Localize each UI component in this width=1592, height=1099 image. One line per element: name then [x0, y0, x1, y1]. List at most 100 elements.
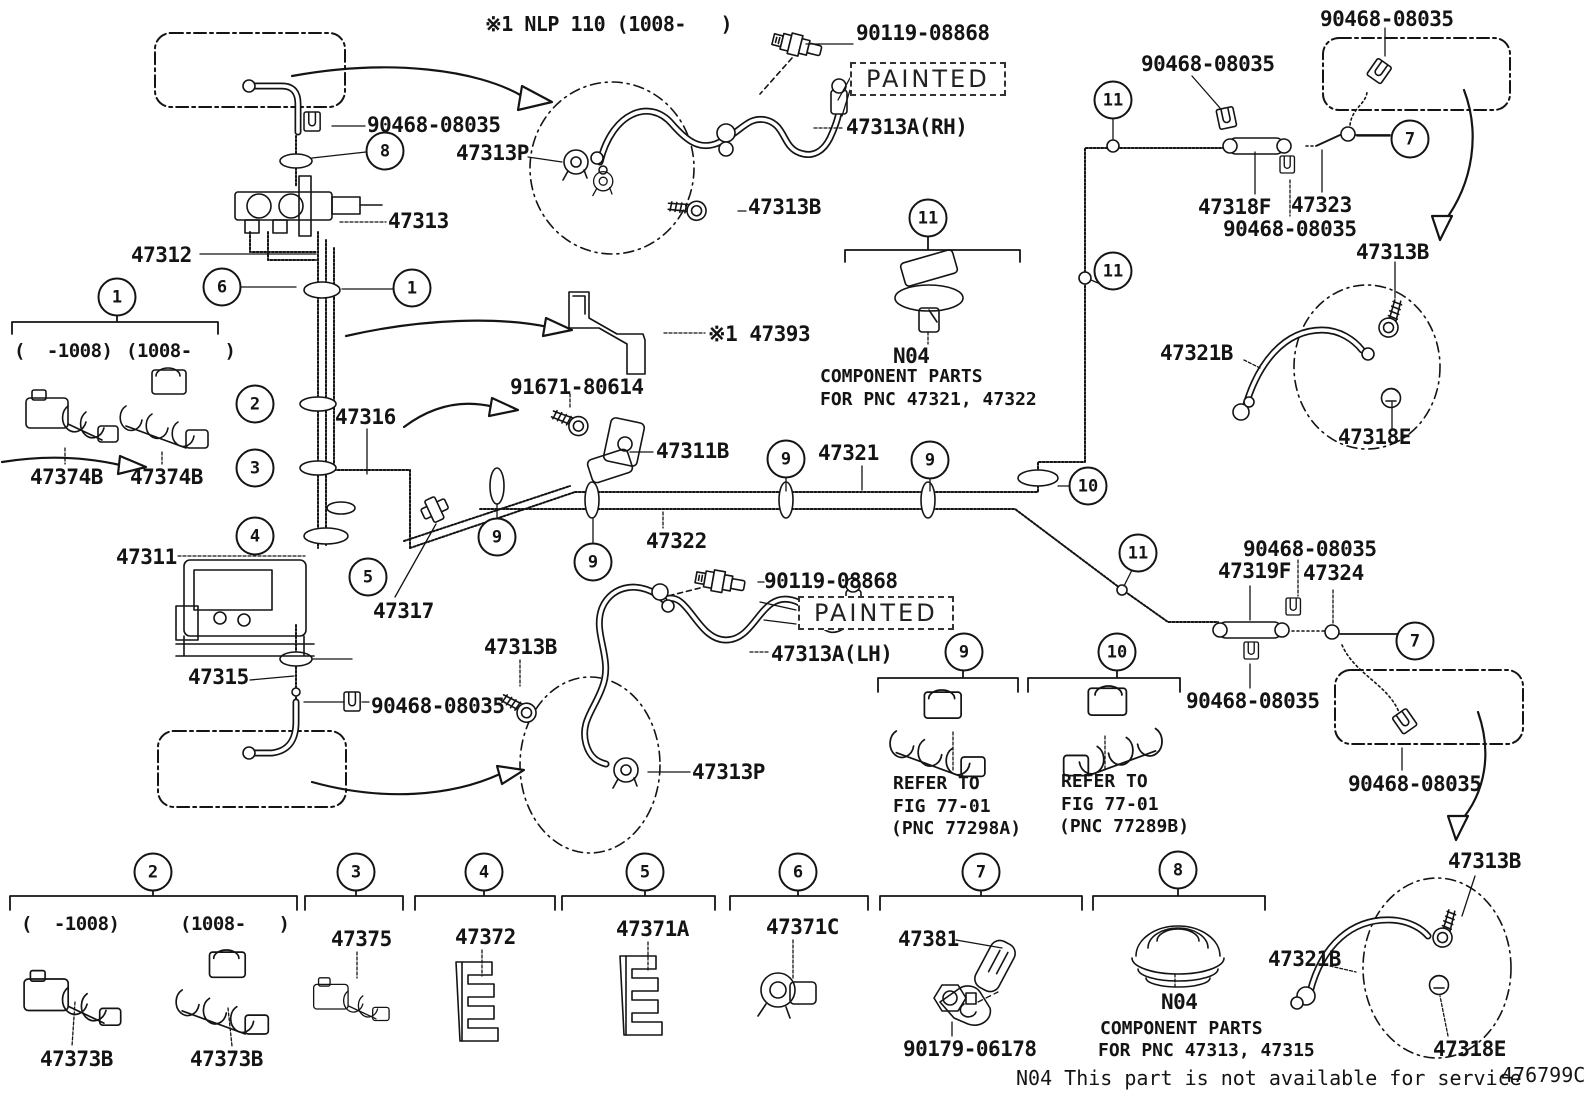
direction-arrows [0, 66, 1487, 842]
part-label-47318E-lower: 47318E [1433, 1037, 1506, 1061]
n04-for-pnc-47321: FOR PNC 47321, 47322 [820, 389, 1037, 410]
ref-note-nlp110: ※1 NLP 110 (1008- ) [485, 12, 733, 36]
callout-1-tube: 1 [392, 268, 432, 308]
callout-7-mid: 7 [1395, 621, 1435, 661]
part-label-47316: 47316 [335, 405, 396, 429]
callout-7-group: 7 [961, 852, 1001, 892]
clamp-47373B-early-drawing [23, 969, 122, 1027]
body-box-hoses [242, 79, 302, 760]
union-47317-drawing [420, 496, 449, 523]
clamp-9-refer-drawing [889, 689, 986, 778]
callout-10-tube: 10 [1068, 466, 1108, 506]
part-label-47321: 47321 [818, 441, 879, 465]
refer9-line2: FIG 77-01 [893, 796, 991, 817]
part-label-47375: 47375 [331, 927, 392, 951]
part-label-47313B-right-top: 47313B [1356, 240, 1429, 264]
n04-code-center: N04 [893, 344, 930, 368]
refer9-pnc: (PNC 77298A) [891, 818, 1022, 839]
callout-9-tube-b: 9 [573, 542, 613, 582]
group-brackets [9, 235, 1266, 911]
part-label-47322: 47322 [646, 529, 707, 553]
rear-hose-upper-drawing [1232, 296, 1409, 421]
refer9-line1: REFER TO [893, 773, 980, 794]
leader-lines [64, 27, 1476, 1047]
part-label-47312: 47312 [131, 243, 192, 267]
callout-10-group: 10 [1097, 632, 1137, 672]
clamp-47373B-late-drawing [175, 949, 270, 1035]
part-label-47313B-mid: 47313B [484, 635, 557, 659]
part-label-47318F: 47318F [1198, 195, 1271, 219]
clip-n04-drawing [894, 248, 964, 333]
clamp-47374B-early-drawing [25, 389, 119, 443]
callout-4-group: 4 [464, 852, 504, 892]
brake-actuator-drawing [175, 559, 315, 657]
part-label-47371A: 47371A [616, 917, 689, 941]
callout-11-top: 11 [1093, 80, 1133, 120]
part-label-47313P-top: 47313P [456, 141, 529, 165]
part-label-47371C: 47371C [766, 915, 839, 939]
range-label-post-1: (1008- ) [126, 340, 236, 362]
footer-service-note: N04 This part is not available for servi… [1016, 1066, 1522, 1090]
part-label-90468-bottom-right: 90468-08035 [1348, 772, 1482, 796]
clamp-47371A-drawing [619, 955, 663, 1036]
callout-8-group: 8 [1158, 850, 1198, 890]
figure-code: 476799C [1501, 1063, 1586, 1087]
tube-connector-rings [291, 126, 1356, 697]
part-label-47319F: 47319F [1218, 559, 1291, 583]
n04-component-parts-center: COMPONENT PARTS [820, 366, 983, 387]
callout-9-tube-c: 9 [766, 439, 806, 479]
connector-47311B-drawing [547, 403, 646, 484]
detail-ellipses [519, 81, 1512, 1059]
rear-hose-lower-drawing [1290, 906, 1463, 1010]
part-label-91671: 91671-80614 [510, 375, 644, 399]
clamp-position-markers [279, 153, 1059, 667]
part-label-47311B: 47311B [656, 439, 729, 463]
part-label-90179: 90179-06178 [903, 1037, 1037, 1061]
part-label-47317: 47317 [373, 599, 434, 623]
part-label-47315: 47315 [188, 665, 249, 689]
n04-for-pnc-47313: FOR PNC 47313, 47315 [1098, 1040, 1315, 1061]
part-label-47321B-upper: 47321B [1160, 341, 1233, 365]
callout-5-group: 5 [625, 852, 665, 892]
part-label-47373B-early: 47373B [40, 1047, 113, 1071]
callout-8-top: 8 [365, 131, 405, 171]
part-label-47324: 47324 [1303, 561, 1364, 585]
callout-11-lower: 11 [1118, 533, 1158, 573]
callout-9-group: 9 [944, 632, 984, 672]
range-label-pre-2: ( -1008) [21, 913, 120, 935]
range-label-post-2: (1008- ) [180, 913, 290, 935]
part-label-90468-right-a: 90468-08035 [1141, 52, 1275, 76]
part-label-47313P-bottom: 47313P [692, 760, 765, 784]
part-label-90468-topright: 90468-08035 [1320, 7, 1454, 31]
car-body-dashed-boxes [154, 32, 1524, 808]
part-label-90119-top: 90119-08868 [856, 21, 990, 45]
painted-callout-rh: PAINTED [850, 62, 1006, 96]
callout-7-top: 7 [1390, 119, 1430, 159]
tube-dotted-segments [1286, 91, 1401, 716]
part-label-47318E-upper: 47318E [1338, 425, 1411, 449]
tube-solid-segments [1315, 134, 1398, 635]
clamp-47372-drawing [455, 961, 499, 1042]
refer10-line2: FIG 77-01 [1061, 794, 1159, 815]
callout-3-tube: 3 [235, 448, 275, 488]
callout-9-tube-a: 9 [477, 517, 517, 557]
painted-callout-lh: PAINTED [798, 596, 954, 630]
callout-2-tube: 2 [235, 384, 275, 424]
part-label-47381: 47381 [898, 927, 959, 951]
range-label-pre-1: ( -1008) [14, 340, 113, 362]
refer10-line1: REFER TO [1061, 771, 1148, 792]
part-label-90468-right-b: 90468-08035 [1223, 217, 1357, 241]
part-label-47373B-late: 47373B [190, 1047, 263, 1071]
grommet-n04-drawing [1131, 925, 1225, 988]
clamp-47375-drawing [312, 977, 390, 1022]
part-label-47374B-late: 47374B [130, 465, 203, 489]
part-label-47313B-bottom-right: 47313B [1448, 849, 1521, 873]
part-label-90468-mid-right: 90468-08035 [1243, 537, 1377, 561]
part-label-90468-bottom-mid: 90468-08035 [1186, 689, 1320, 713]
clamp-10-refer-drawing [1062, 685, 1163, 777]
part-label-90468-topleft: 90468-08035 [367, 113, 501, 137]
bracket-47393-drawing [568, 291, 646, 375]
clamp-47374B-late-drawing [119, 367, 209, 449]
callout-11-group: 11 [908, 198, 948, 238]
